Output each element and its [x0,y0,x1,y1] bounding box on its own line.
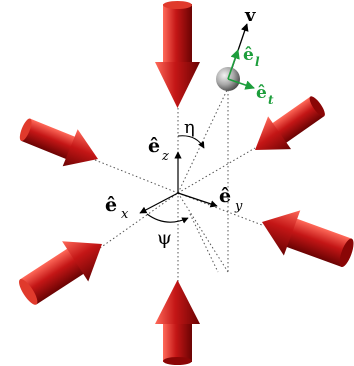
projection-line-2 [189,213,219,273]
svg-text:l: l [255,55,260,69]
y-axis-arrow [177,192,218,208]
svg-text:x: x [121,207,129,222]
label-e-z: ê z [148,135,169,164]
labels: v ê l ê t ê z ê x ê y η ψ [105,5,274,249]
svg-text:y: y [234,199,243,214]
svg-text:ê: ê [219,185,231,207]
label-e-l: ê l [243,45,260,69]
x-axis-arrow [139,192,179,214]
beam-bottom-arrow-icon [155,280,200,365]
eta-arc [177,135,205,149]
coordinate-axes [139,151,218,214]
e-t-vector-arrow [227,78,255,90]
label-e-y: ê y [219,185,243,214]
label-eta: η [184,117,195,138]
e-l-vector-arrow [227,49,240,80]
svg-text:ê: ê [105,194,117,216]
dotted-beam-axes [94,87,263,290]
svg-text:t: t [268,93,274,107]
upper-left-beam-axis [94,159,179,194]
beam-upper-right-arrow-icon [255,96,325,150]
beam-lower-right-arrow-icon [262,210,354,267]
svg-text:ê: ê [256,83,267,103]
beam-top-arrow-icon [155,1,200,108]
beam-upper-left-arrow-icon [19,118,98,167]
label-v: v [244,5,256,26]
upper-right-beam-axis [177,147,256,194]
beam-lower-left-arrow-icon [19,241,102,305]
angle-arcs [146,135,205,224]
atom-group [216,23,255,91]
laser-beams [19,1,354,365]
svg-text:z: z [161,149,169,164]
label-psi: ψ [157,227,172,249]
svg-text:ê: ê [243,45,254,65]
velocity-projection-line [177,87,229,194]
label-e-t: ê t [256,83,274,107]
svg-text:ê: ê [148,135,160,157]
psi-arc [146,213,189,224]
label-e-x: ê x [105,194,129,222]
lower-right-beam-axis [177,192,263,226]
